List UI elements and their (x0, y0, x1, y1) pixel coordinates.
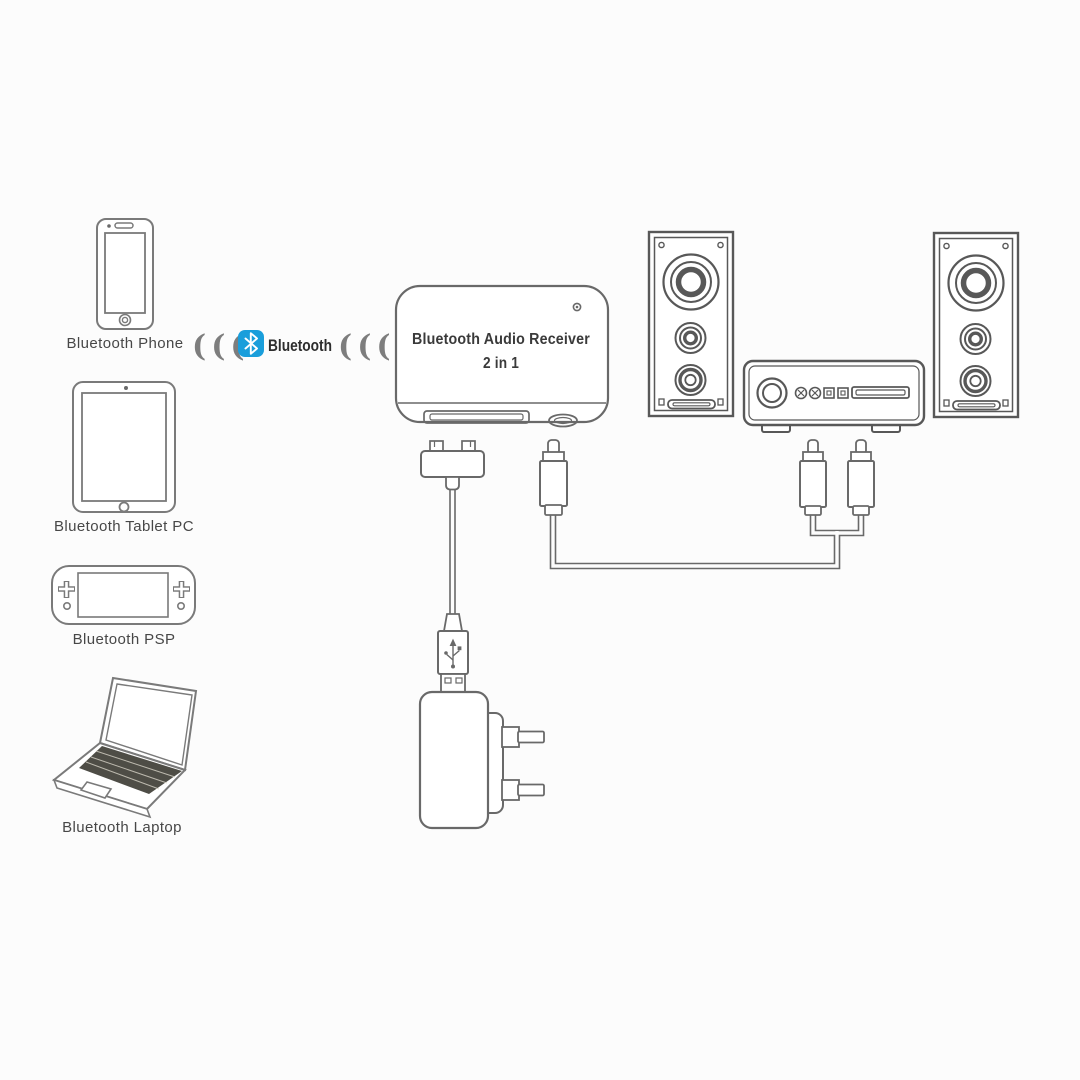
signal-waves-left: ((( (192, 329, 250, 364)
receiver-subtitle: 2 in 1 (483, 355, 519, 372)
bluetooth-tablet-icon (72, 381, 176, 513)
bluetooth-wordmark: Bluetooth (268, 336, 332, 355)
amp-buttons (823, 387, 849, 399)
receiver-title: Bluetooth Audio Receiver (412, 331, 590, 348)
audio-cable (549, 506, 865, 570)
bluetooth-laptop-icon (51, 676, 198, 819)
usb-power-adapter-icon (418, 613, 545, 830)
signal-waves-right: ((( (338, 329, 396, 364)
aux-plug-icon (539, 439, 568, 516)
dock-connector-icon (420, 440, 485, 491)
amplifier-icon (742, 359, 926, 433)
speaker-left-icon (649, 232, 733, 416)
bluetooth-logo-icon (238, 330, 264, 357)
rca-plug-left-icon (799, 439, 827, 516)
bluetooth-receiver-icon (394, 284, 610, 428)
tablet-label: Bluetooth Tablet PC (54, 518, 194, 535)
amp-screw-knobs (794, 386, 822, 400)
laptop-label: Bluetooth Laptop (62, 819, 182, 836)
usb-symbol-icon (444, 638, 462, 669)
psp-label: Bluetooth PSP (73, 631, 176, 648)
phone-label: Bluetooth Phone (67, 335, 184, 352)
bluetooth-phone-icon (96, 218, 154, 330)
rca-plug-right-icon (847, 439, 875, 516)
speaker-right-icon (934, 233, 1018, 417)
bluetooth-psp-icon (51, 565, 196, 625)
